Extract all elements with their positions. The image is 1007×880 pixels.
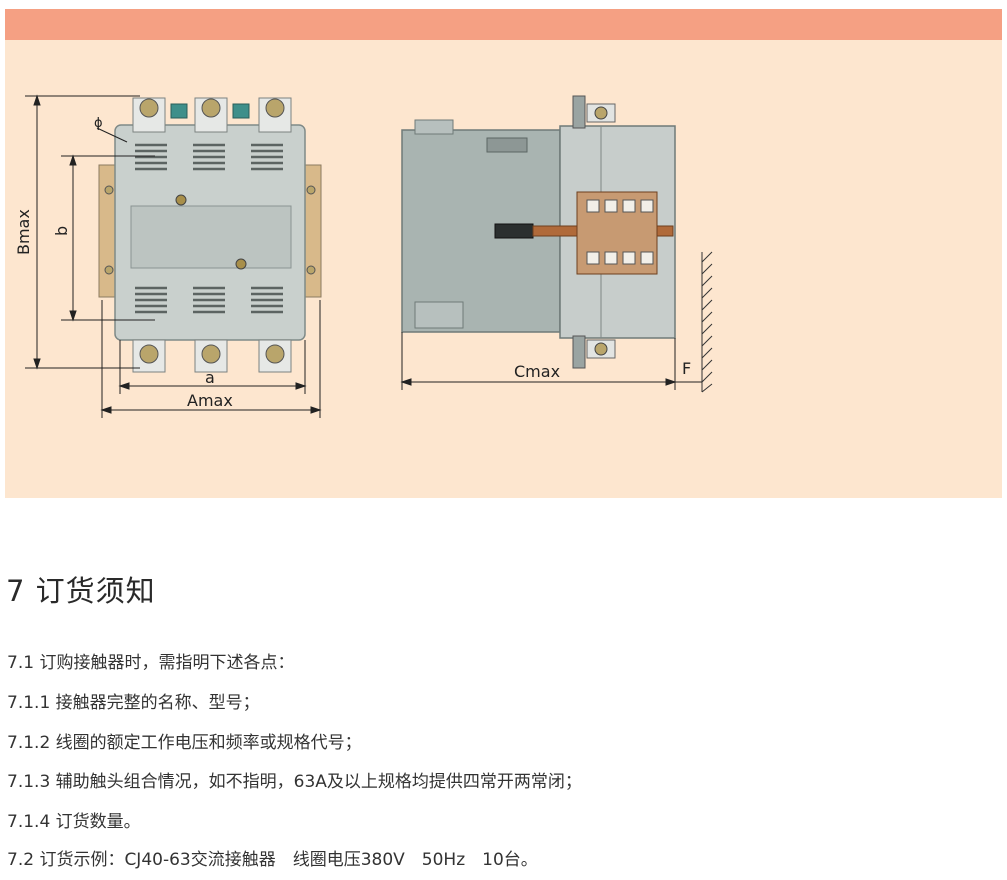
cmax-label: Cmax — [514, 362, 560, 381]
mounting-wall — [701, 251, 713, 393]
order-item: 7.1.1 接触器完整的名称、型号； — [7, 693, 260, 713]
order-item: 7.2 订货示例：CJ40-63交流接触器 线圈电压380V 50Hz 10台。 — [7, 850, 538, 870]
order-item: 7.1.3 辅助触头组合情况，如不指明，63A及以上规格均提供四常开两常闭； — [7, 772, 582, 792]
a-label: a — [205, 368, 215, 387]
screw-icon — [175, 194, 187, 206]
phi-label: ϕ — [94, 116, 103, 131]
front-middle-panel — [130, 205, 292, 269]
top-terminals — [132, 97, 292, 133]
bottom-vent-grilles — [135, 286, 283, 314]
dimension-figure: Bmax b ϕ a Amax — [5, 40, 1002, 498]
front-dimensions — [25, 94, 322, 418]
section-title: 7 订货须知 — [6, 574, 156, 608]
order-item: 7.1 订购接触器时，需指明下述各点： — [7, 653, 295, 673]
front-view — [98, 97, 322, 373]
f-label: F — [682, 359, 691, 378]
bmax-label: Bmax — [14, 209, 33, 255]
b-label: b — [52, 226, 71, 236]
auxiliary-contact-block — [576, 191, 658, 275]
side-view — [401, 95, 713, 393]
amax-label: Amax — [187, 391, 233, 410]
header-banner — [5, 9, 1002, 40]
order-item: 7.1.2 线圈的额定工作电压和频率或规格代号； — [7, 733, 362, 753]
top-vent-grilles — [135, 143, 283, 171]
side-dimensions — [400, 332, 702, 390]
order-item: 7.1.4 订货数量。 — [7, 812, 141, 832]
screw-icon — [235, 258, 247, 270]
dimension-drawing: Bmax b ϕ a Amax — [14, 94, 713, 418]
bottom-terminals — [132, 339, 292, 373]
